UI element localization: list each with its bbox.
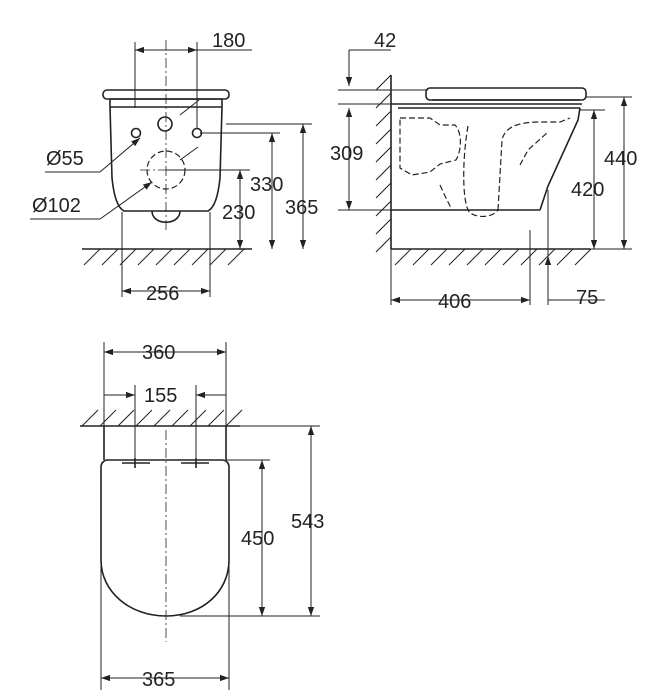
- dim-180: 180: [212, 30, 245, 52]
- side-view: 42 309 440 420 406 75: [330, 30, 637, 313]
- dim-420: 420: [571, 179, 604, 201]
- mounting-hole-left: [130, 127, 142, 139]
- front-floor-hatch: [83, 248, 245, 266]
- dim-360: 360: [142, 342, 175, 364]
- dim-406: 406: [438, 291, 471, 313]
- side-wall-hatch: [375, 74, 392, 253]
- inlet-hole: [157, 116, 173, 132]
- top-view: 360 155 450 543 365: [80, 342, 324, 691]
- dim-440: 440: [604, 148, 637, 170]
- side-hidden-flush: [439, 131, 549, 211]
- dim-365-bottom: 365: [142, 669, 175, 691]
- dim-309: 309: [330, 143, 363, 165]
- top-wall-hatch: [81, 409, 243, 427]
- dim-256: 256: [146, 283, 179, 305]
- side-seat: [398, 87, 587, 109]
- dim-diameter-55: Ø55: [46, 148, 84, 170]
- dim-450: 450: [241, 528, 274, 550]
- dim-543: 543: [291, 511, 324, 533]
- front-view: 180 Ø55 Ø102 330 230 365 256: [30, 30, 318, 305]
- dim-230: 230: [222, 202, 255, 224]
- front-bowl: [109, 106, 223, 212]
- side-hidden-trap: [399, 117, 571, 217]
- side-floor-hatch: [394, 248, 592, 266]
- dim-155: 155: [144, 385, 177, 407]
- top-seat: [100, 459, 230, 617]
- dim-75: 75: [576, 287, 598, 309]
- side-bowl: [391, 103, 581, 211]
- dim-diameter-102: Ø102: [32, 195, 81, 217]
- dim-42: 42: [374, 30, 396, 52]
- dim-365: 365: [285, 197, 318, 219]
- dim-330: 330: [250, 174, 283, 196]
